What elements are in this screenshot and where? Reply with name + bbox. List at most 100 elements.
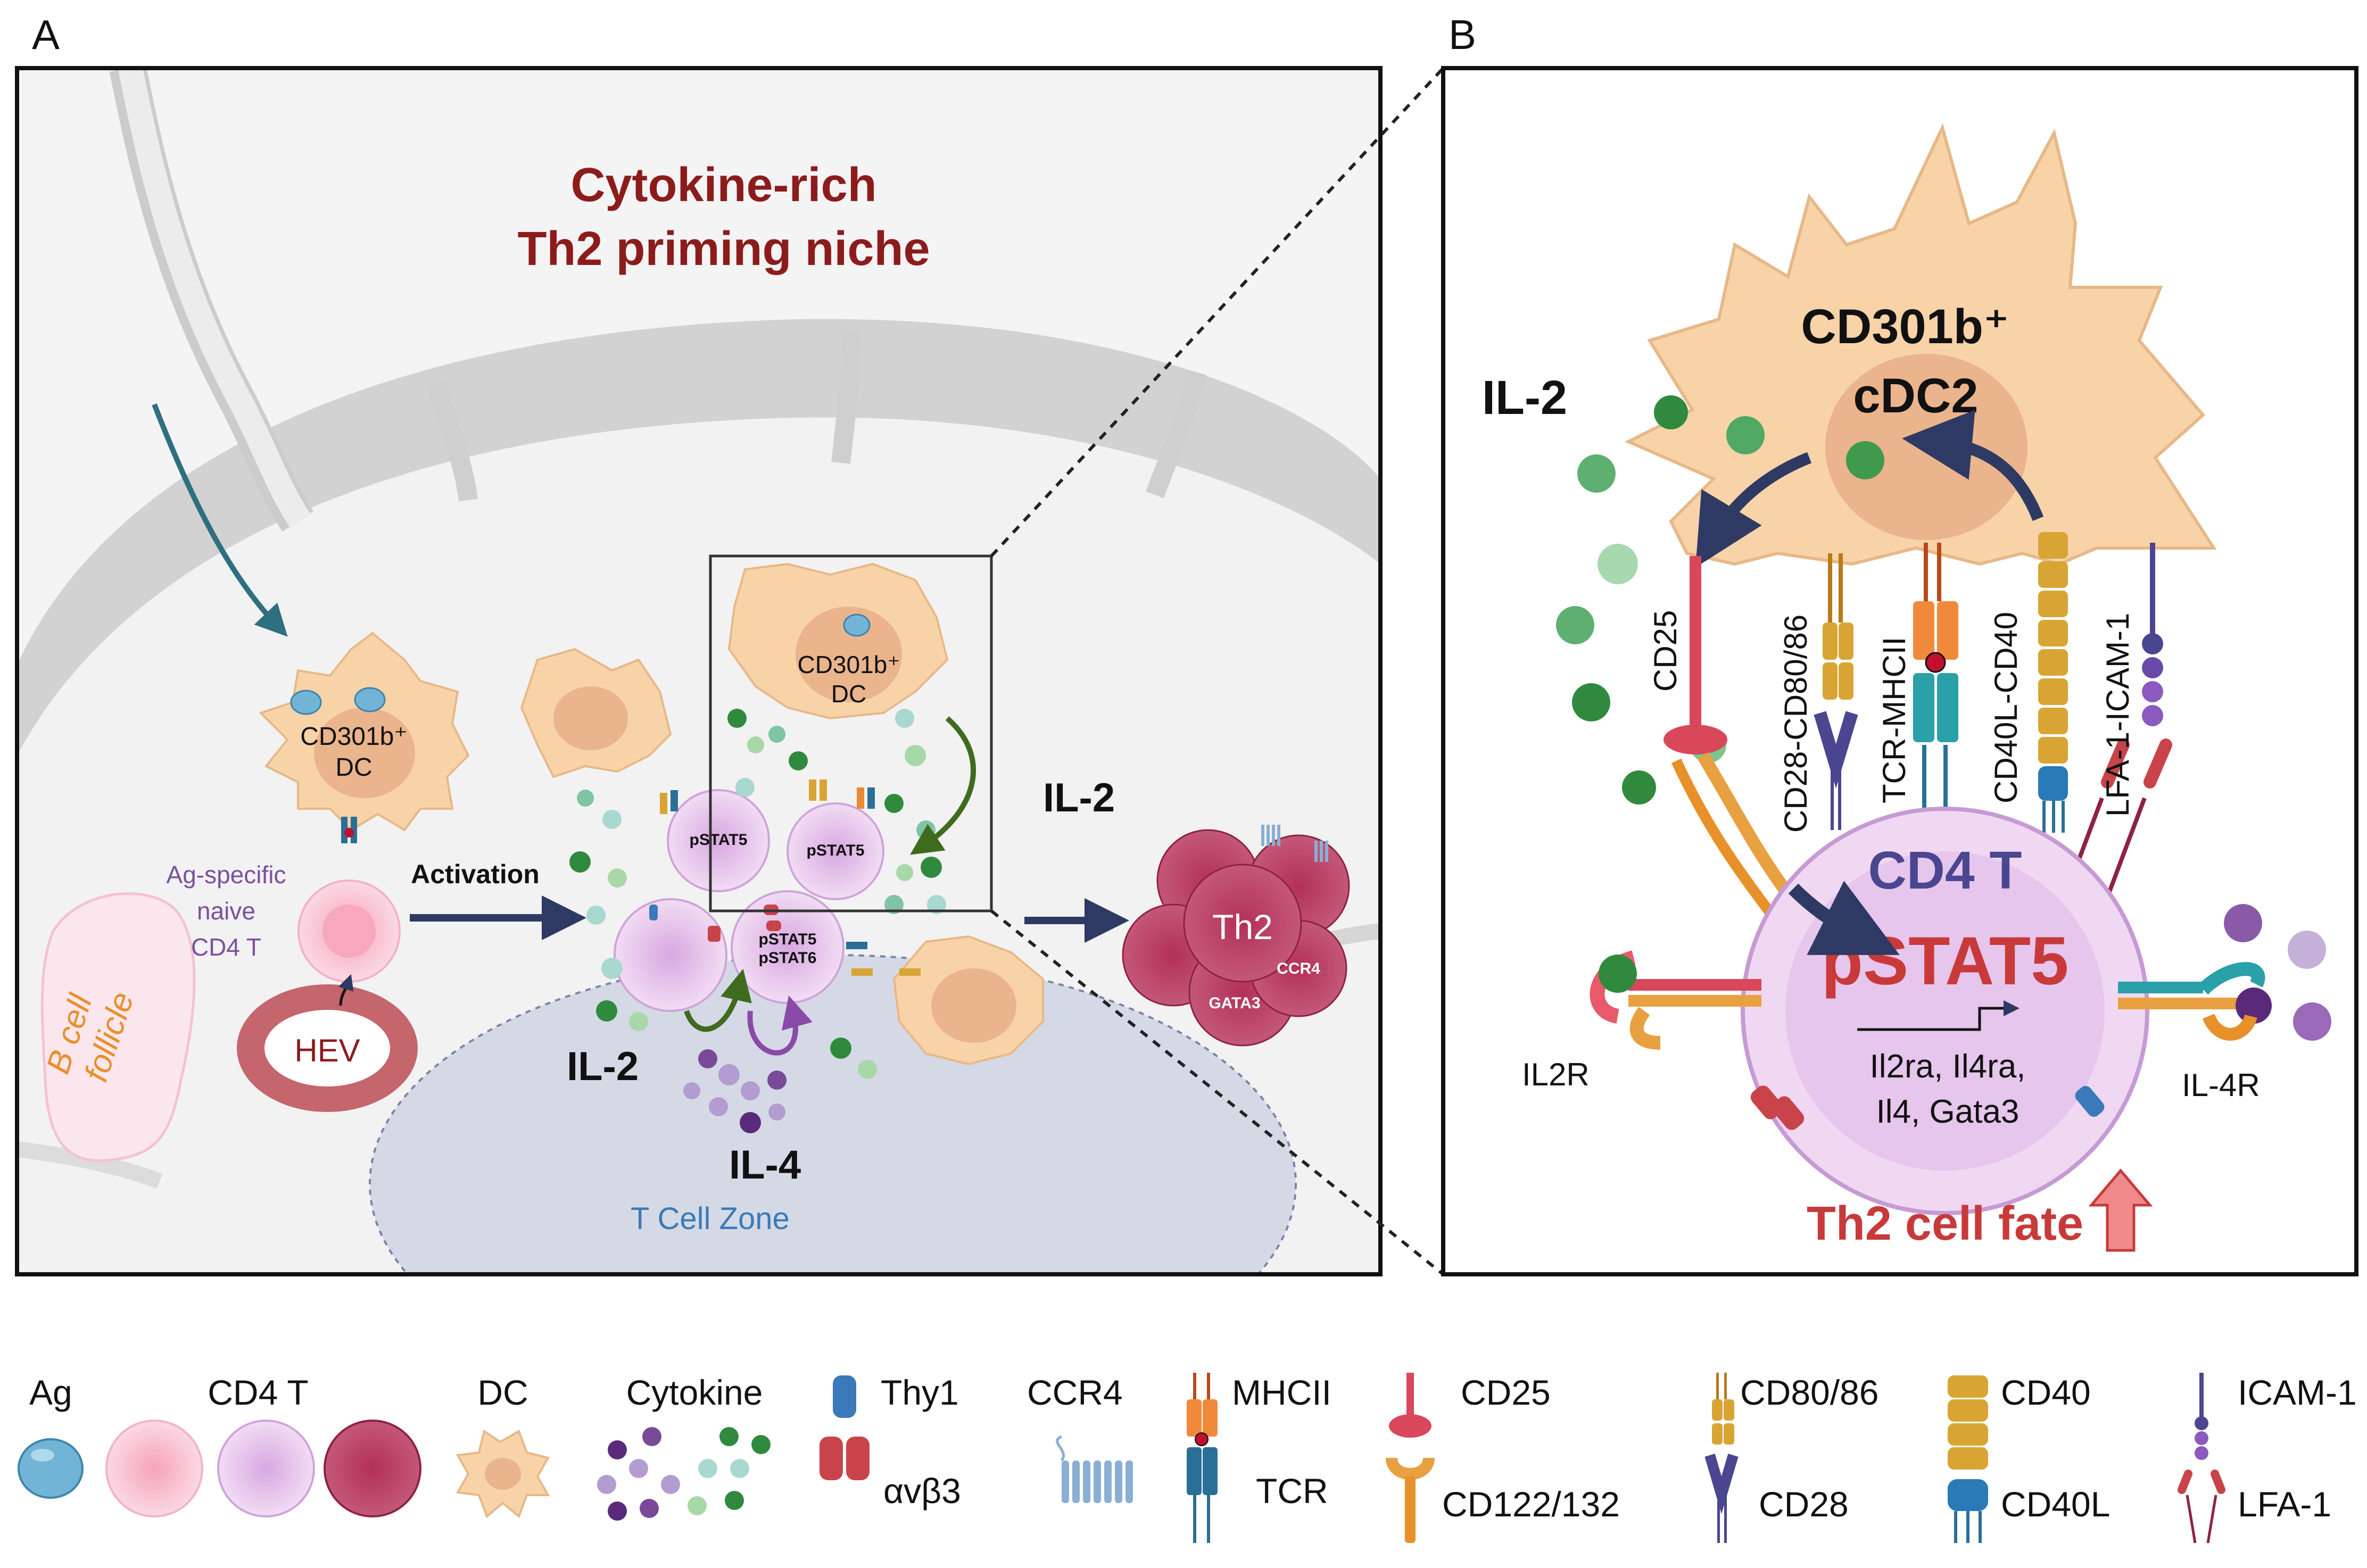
legend-cd40l-icon <box>1948 1479 1988 1543</box>
il2-label-b: IL-2 <box>1482 371 1567 425</box>
signal-arrow <box>1902 410 2044 521</box>
il4-label: IL-4 <box>729 1142 801 1188</box>
tcr-mhc-receptor <box>341 817 347 843</box>
up-arrow-icon <box>2088 1168 2153 1252</box>
legend-dc-label: DC <box>477 1373 528 1412</box>
peptide-icon <box>344 828 354 837</box>
cdc2-label-line2: cDC2 <box>1853 369 1978 423</box>
transcription-arrow <box>1857 1000 2020 1031</box>
legend-ag-label: Ag <box>29 1373 72 1412</box>
fate-label: Th2 cell fate <box>1807 1197 2083 1250</box>
naive-label-line3: CD4 T <box>191 933 261 961</box>
tcr-mhc-receptor <box>351 817 357 843</box>
legend-ag-icon <box>18 1438 84 1499</box>
genes-line2: Il4, Gata3 <box>1876 1093 2020 1130</box>
antigen-icon <box>354 687 386 712</box>
activated-t-cells: pSTAT5 pSTAT5 pSTAT5 pSTAT6 <box>614 789 884 1012</box>
legend-th2-cell-icon <box>324 1420 421 1517</box>
legend-cd122-icon <box>1386 1457 1435 1543</box>
genes-line1: Il2ra, Il4ra, <box>1870 1048 2026 1085</box>
niche-title-line1: Cytokine-rich <box>570 159 876 212</box>
dc-nucleus <box>314 708 415 798</box>
legend-ccr4-label: CCR4 <box>1027 1373 1123 1412</box>
legend-cd80-label: CD80/86 <box>1740 1373 1879 1412</box>
trabecula <box>427 380 478 502</box>
legend-cd40-label: CD40 <box>2001 1373 2091 1412</box>
legend-avb3-icon <box>846 1437 870 1480</box>
legend-icam1-label: ICAM-1 <box>2238 1373 2357 1412</box>
panel-b: CD301b⁺ cDC2 IL-2 <box>1441 66 2358 1276</box>
tcr-mhcii-pair <box>1913 543 1958 830</box>
panel-a-border <box>15 66 1383 1276</box>
dc-label-line2: DC <box>335 753 372 782</box>
cluster-dc-bottom <box>892 935 1044 1066</box>
il2-autocrine-arrow <box>910 716 976 855</box>
legend-naive-cell-icon <box>105 1420 203 1517</box>
il2-secretion-arrow <box>1695 452 1812 568</box>
il2-label-left: IL-2 <box>567 1044 639 1089</box>
zoom-region <box>709 554 993 912</box>
tcr-mhcii-label: TCR-MHCII <box>1876 637 1912 803</box>
panel-a: Cytokine-rich Th2 priming niche CD301b⁺ … <box>15 66 1383 1276</box>
legend-lfa1-label: LFA-1 <box>2238 1484 2331 1524</box>
thy1-icon <box>2075 1085 2105 1117</box>
hev-label: HEV <box>294 1033 360 1068</box>
cd40l-cd40-pair <box>2038 532 2068 833</box>
cd40l-cd40-label: CD40L-CD40 <box>1988 612 2024 803</box>
activation-signal-arrow <box>1788 881 1900 955</box>
trabecula <box>1146 370 1207 499</box>
legend-icam1-icon <box>2195 1373 2208 1460</box>
pstat56-label-line1: pSTAT5 <box>759 931 817 948</box>
ccr4-label: CCR4 <box>1277 960 1320 977</box>
legend-avb3-label: αvβ3 <box>883 1471 961 1511</box>
legend-cd25-label: CD25 <box>1461 1373 1551 1412</box>
cd4t-label-b: CD4 T <box>1868 841 2022 900</box>
pstat5-label-b: pSTAT5 <box>807 842 865 859</box>
trabecula <box>831 329 861 464</box>
zoom-connector-bottom <box>990 909 1444 1276</box>
legend-cytokine-icon <box>597 1427 771 1521</box>
il4r-label: IL-4R <box>2182 1067 2260 1103</box>
naive-label-line1: Ag-specific <box>167 861 286 889</box>
niche-title-line2: Th2 priming niche <box>517 222 930 276</box>
legend-cd80-icon <box>1712 1373 1734 1445</box>
il4-arrow <box>747 995 813 1056</box>
afferent-lymphatic-lumen <box>118 68 311 528</box>
pstat56-label-line2: pSTAT6 <box>759 949 817 967</box>
legend-cd28-icon <box>1704 1454 1739 1543</box>
legend-thy1-label: Thy1 <box>881 1373 959 1412</box>
legend-cd122-label: CD122/132 <box>1442 1484 1620 1524</box>
naive-cd4-t-nucleus <box>322 905 376 958</box>
pstat5-label-a: pSTAT5 <box>690 831 748 849</box>
cluster-dc-left <box>520 648 672 778</box>
panel-a-label: A <box>32 11 60 58</box>
cytokine-cloud <box>569 709 946 1133</box>
dc2-label-line1: CD301b⁺ <box>797 651 900 678</box>
avb3-icon <box>1772 1096 1805 1130</box>
gata3-label: GATA3 <box>1209 994 1260 1012</box>
dc2-label-line2: DC <box>831 680 866 708</box>
legend-ccr4-icon <box>1056 1435 1133 1503</box>
trabecula <box>17 1141 163 1189</box>
legend-ag-highlight <box>31 1449 54 1462</box>
extravasation-arrow <box>338 974 354 1006</box>
legend-cd40l-label: CD40L <box>2001 1484 2110 1524</box>
legend-tcr-label: TCR <box>1256 1471 1328 1511</box>
il4-cytokines-b <box>2224 904 2331 1041</box>
legend-cd4t-label: CD4 T <box>208 1373 309 1412</box>
il2r-label: IL2R <box>1522 1057 1590 1092</box>
th2-label: Th2 <box>1212 907 1273 947</box>
cd25-receptor <box>1663 556 1793 918</box>
th2-cluster: Th2 CCR4 GATA3 <box>1122 825 1350 1047</box>
cdc2-label-line1: CD301b⁺ <box>1801 300 2009 354</box>
legend-cytokine-label: Cytokine <box>626 1373 763 1412</box>
cdc2-body <box>1624 123 2217 566</box>
cluster-dc-top: CD301b⁺ DC <box>727 562 949 720</box>
il2-bound-icon <box>1599 955 1637 993</box>
legend-cd28-label: CD28 <box>1759 1484 1849 1524</box>
dc-label-line1: CD301b⁺ <box>300 723 407 751</box>
legend-dc-nucleus <box>485 1458 521 1490</box>
t-cell-zone-label: T Cell Zone <box>631 1201 790 1236</box>
il4r-receptor <box>2118 962 2272 1041</box>
